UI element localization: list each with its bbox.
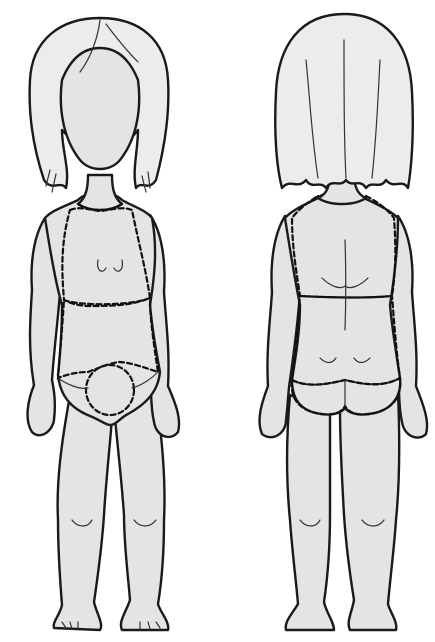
front-legs: [54, 392, 169, 630]
front-torso: [45, 192, 160, 425]
front-neck: [78, 175, 122, 210]
front-figure: [28, 18, 180, 630]
back-legs: [286, 392, 400, 630]
front-face: [61, 48, 139, 169]
back-figure: [260, 14, 428, 630]
